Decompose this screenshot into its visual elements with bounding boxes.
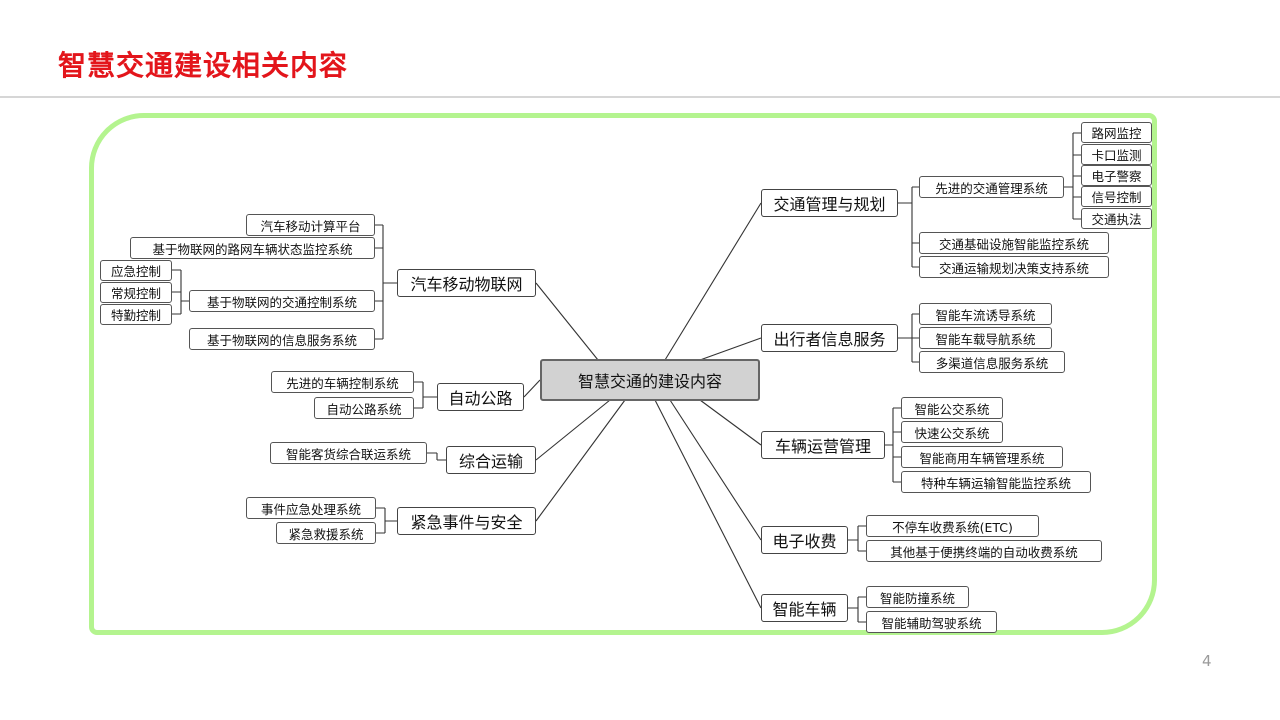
node-advanced-traffic-management-system: 先进的交通管理系统 — [919, 176, 1064, 198]
branch-automated-highway: 自动公路 — [437, 383, 524, 411]
link-root-auto-highway — [523, 379, 541, 398]
link-root-traffic-mgmt — [664, 202, 762, 361]
node-mobile-computing-platform: 汽车移动计算平台 — [246, 214, 375, 236]
bracket-traffic-control — [172, 269, 189, 315]
bracket-auto-highway — [414, 381, 437, 409]
leaf-in-vehicle-navigation: 智能车载导航系统 — [919, 327, 1052, 349]
bracket-smart-vehicle — [848, 596, 866, 623]
leaf-advanced-vehicle-control: 先进的车辆控制系统 — [271, 371, 414, 393]
node-infrastructure-monitoring-system: 交通基础设施智能监控系统 — [919, 232, 1109, 254]
leaf-vip-control: 特勤控制 — [100, 304, 172, 325]
node-iot-info-service: 基于物联网的信息服务系统 — [189, 328, 375, 350]
leaf-multichannel-info-service: 多渠道信息服务系统 — [919, 351, 1065, 373]
link-root-integrated — [535, 399, 611, 461]
leaf-driving-assistance: 智能辅助驾驶系统 — [866, 611, 997, 633]
leaf-brt: 快速公交系统 — [901, 421, 1003, 443]
page-number: 4 — [1202, 652, 1212, 670]
link-root-emergency — [535, 399, 626, 522]
branch-integrated-transport: 综合运输 — [446, 446, 536, 474]
bracket-traffic-mgmt — [898, 186, 919, 268]
link-root-vehicle-iot — [535, 282, 599, 361]
bracket-traveler-info — [898, 313, 919, 363]
leaf-anti-collision: 智能防撞系统 — [866, 586, 969, 608]
leaf-etc-system: 不停车收费系统(ETC) — [866, 515, 1039, 537]
link-root-vehicle-ops — [699, 399, 762, 446]
node-vehicle-state-monitoring: 基于物联网的路网车辆状态监控系统 — [130, 237, 375, 259]
bracket-integrated — [427, 452, 446, 461]
link-root-smart-vehicle — [654, 399, 762, 609]
branch-vehicle-operations: 车辆运营管理 — [761, 431, 885, 459]
leaf-checkpoint-monitoring: 卡口监测 — [1081, 144, 1152, 165]
leaf-automated-highway-system: 自动公路系统 — [314, 397, 414, 419]
bracket-vehicle-ops — [885, 407, 901, 483]
node-iot-traffic-control: 基于物联网的交通控制系统 — [189, 290, 375, 312]
bracket-emergency — [376, 507, 397, 534]
branch-smart-vehicle: 智能车辆 — [761, 594, 848, 622]
leaf-emergency-rescue: 紧急救援系统 — [276, 522, 376, 544]
leaf-electronic-police: 电子警察 — [1081, 165, 1152, 186]
leaf-road-network-monitoring: 路网监控 — [1081, 122, 1152, 143]
mindmap-root: 智慧交通的建设内容 — [540, 359, 760, 401]
leaf-traffic-enforcement: 交通执法 — [1081, 208, 1152, 229]
leaf-commercial-vehicle-management: 智能商用车辆管理系统 — [901, 446, 1063, 468]
leaf-incident-handling: 事件应急处理系统 — [246, 497, 376, 519]
leaf-smart-bus: 智能公交系统 — [901, 397, 1003, 419]
bracket-e-toll — [848, 525, 866, 552]
leaf-traffic-flow-guidance: 智能车流诱导系统 — [919, 303, 1052, 325]
branch-traveler-information: 出行者信息服务 — [761, 324, 898, 352]
branch-electronic-toll: 电子收费 — [761, 526, 848, 554]
bracket-vehicle-iot — [375, 224, 397, 340]
bracket-advanced-mgmt — [1064, 132, 1081, 220]
branch-vehicle-iot: 汽车移动物联网 — [397, 269, 536, 297]
branch-emergency-safety: 紧急事件与安全 — [397, 507, 536, 535]
node-planning-decision-support-system: 交通运输规划决策支持系统 — [919, 256, 1109, 278]
slide-title: 智慧交通建设相关内容 — [58, 49, 349, 82]
link-root-traveler-info — [699, 337, 762, 361]
leaf-emergency-control: 应急控制 — [100, 260, 172, 281]
leaf-special-vehicle-monitoring: 特种车辆运输智能监控系统 — [901, 471, 1091, 493]
link-root-e-toll — [669, 399, 762, 541]
leaf-multimodal-transport: 智能客货综合联运系统 — [270, 442, 427, 464]
leaf-signal-control: 信号控制 — [1081, 186, 1152, 207]
leaf-portable-terminal-toll: 其他基于便携终端的自动收费系统 — [866, 540, 1102, 562]
title-divider — [0, 96, 1280, 98]
branch-traffic-management: 交通管理与规划 — [761, 189, 898, 217]
leaf-regular-control: 常规控制 — [100, 282, 172, 303]
